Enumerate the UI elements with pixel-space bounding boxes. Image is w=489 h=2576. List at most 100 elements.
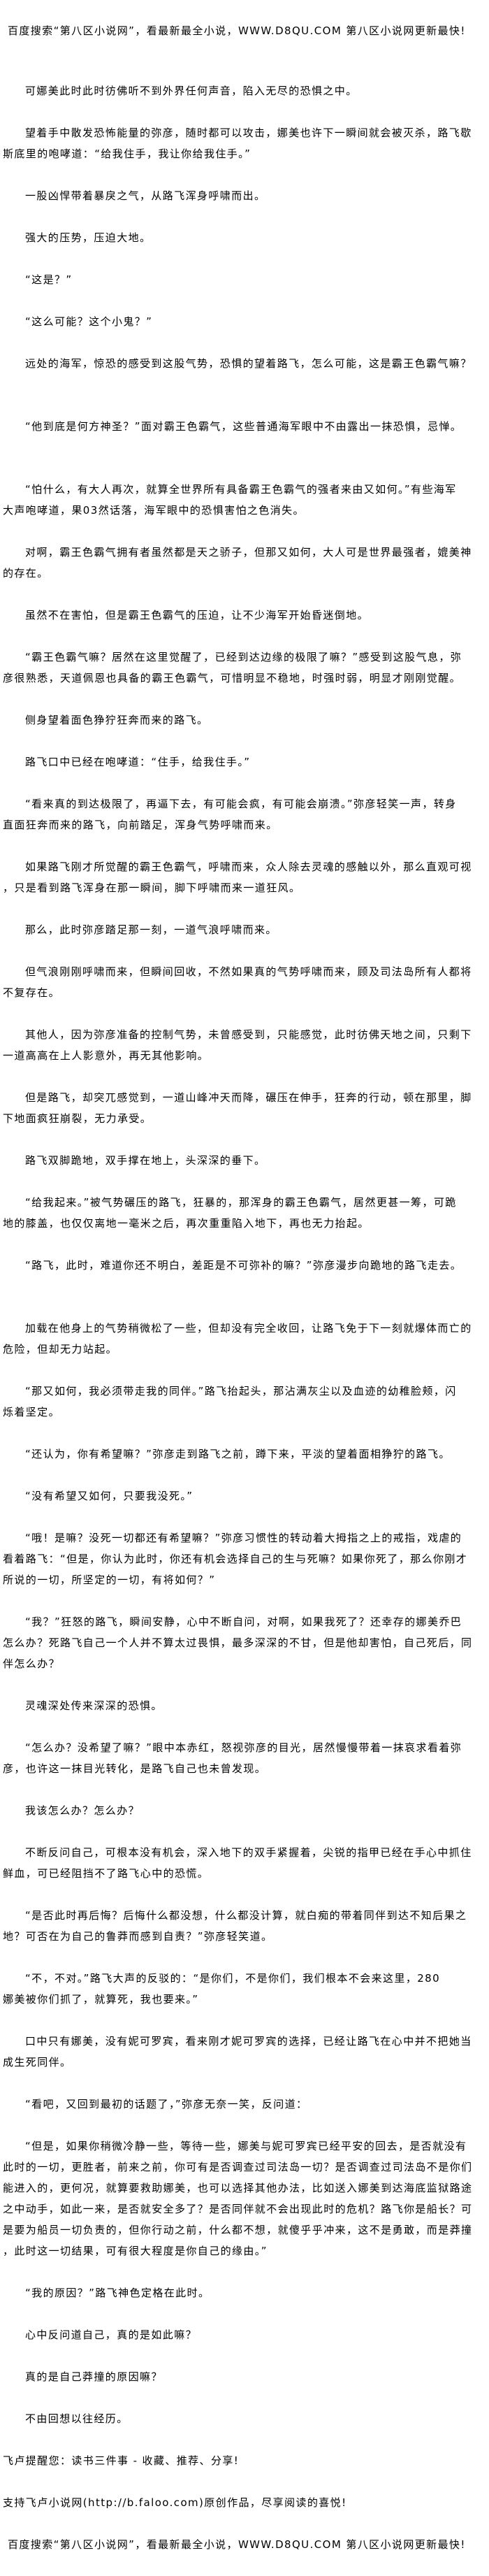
story-paragraph: 灵魂深处传来深深的恐惧。 [3,1695,486,1716]
story-paragraph: “没有希望又如何，只要我没死。” [3,1485,486,1506]
paragraph-line: 看着路飞：“但是，你认为此时，你还有机会选择自己的生与死嘛？如果你死了，那么你刚… [3,1553,468,1565]
paragraph-line: 口中只有娜美，没有妮可罗宾，看来刚才妮可罗宾的选择，已经让路飞在心中并不把她当 [25,2035,472,2048]
site-ad-banner-bottom: 百度搜索“第八区小说网”，看最新最全小说，WWW.D8QU.COM 第八区小说网… [8,2538,466,2551]
paragraph-line: 烁着坚定。 [3,1406,61,1418]
paragraph-line: 所说的一切，所坚定的一切，有将如何？” [3,1574,216,1586]
paragraph-line: 一股凶悍带着暴戾之气，从路飞浑身呼啸而出。 [25,189,266,202]
story-paragraph: 侧身望着面色狰狞狂奔而来的路飞。 [3,710,486,731]
story-paragraph: 不断反问自己，可根本没有机会，深入地下的双手紧握着，尖锐的指甲已经在手心中抓住鲜… [3,1842,486,1884]
paragraph-line: “是否此时再后悔？后悔什么都没想，什么都没计算，就白痴的带着同伴到达不知后果之 [25,1909,467,1922]
chapter-body: 可娜美此时此时彷佛听不到外界任何声音，陷入无尽的恐惧之中。望着手中散发恐怖能量的… [3,80,486,2576]
story-paragraph: “还认为，你有希望嘛？”弥彦走到路飞之前，蹲下来，平淡的望着面相狰狞的路飞。 [3,1444,486,1465]
paragraph-line: 灵魂深处传来深深的恐惧。 [25,1699,163,1712]
paragraph-line: 之中动手，如此一来，是否就安全多了？是否同伴就不会出现此时的危机？路飞你是船长？… [3,2203,473,2215]
paragraph-line: 加载在他身上的气势稍微松了一些，但却没有完全收回，让路飞免于下一刻就爆体而亡的 [25,1322,472,1334]
paragraph-line: 如果路飞刚才所觉醒的霸王色霸气，呼啸而来，众人除去灵魂的感触以外，那么直观可视 [25,861,472,873]
paragraph-line: 望着手中散发恐怖能量的弥彦，随时都可以攻击，娜美也许下一瞬间就会被灭杀，路飞歇 [25,127,472,139]
paragraph-line: 不断反问自己，可根本没有机会，深入地下的双手紧握着，尖锐的指甲已经在手心中抓住 [25,1846,472,1859]
paragraph-line: 伴怎么办？ [3,1657,61,1670]
paragraph-line: 的存在。 [3,567,49,580]
paragraph-line: “哦！是嘛？没死一切都还有希望嘛？”弥彦习惯性的转动着大拇指之上的戒指，戏虐的 [25,1532,462,1544]
site-ad-banner-top: 百度搜索“第八区小说网”，看最新最全小说，WWW.D8QU.COM 第八区小说网… [8,24,466,37]
story-paragraph: 一股凶悍带着暴戾之气，从路飞浑身呼啸而出。 [3,185,486,206]
story-paragraph: 望着手中散发恐怖能量的弥彦，随时都可以攻击，娜美也许下一瞬间就会被灭杀，路飞歇斯… [3,122,486,164]
paragraph-line: 彦很熟悉，天道佩恩也具备的霸王色霸气，可惜明显不稳地，时强时弱，明显才刚刚觉醒。 [3,672,462,684]
story-paragraph: “看吧，又回到最初的话题了，”弥彦无奈一笑，反问道： [3,2094,486,2115]
paragraph-line: “给我起来。”被气势碾压的路飞，狂暴的，那浑身的霸王色霸气，居然更甚一筹，可跪 [25,1196,457,1209]
paragraph-line: “我？”狂怒的路飞，瞬间安静，心中不断自问，对啊，如果我死了？还幸存的娜美乔巴 [25,1616,462,1628]
story-paragraph: 远处的海军，惊恐的感受到这股气势，恐惧的望着路飞，怎么可能，这是霸王色霸气嘛？ [3,353,486,374]
paragraph-line: “没有希望又如何，只要我没死。” [25,1490,194,1502]
story-paragraph: 其他人，因为弥彦准备的控制气势，未曾感受到，只能感觉，此时彷佛天地之间，只剩下一… [3,1024,486,1066]
story-paragraph: 可娜美此时此时彷佛听不到外界任何声音，陷入无尽的恐惧之中。 [3,80,486,101]
paragraph-line: 下地面疯狂崩裂，无力承受。 [3,1112,152,1125]
paragraph-line: 路飞双脚跪地，双手撑在地上，头深深的垂下。 [25,1154,266,1167]
story-paragraph: “怕什么，有大人再次，就算全世界所有具备霸王色霸气的强者来由又如何。”有些海军大… [3,479,486,521]
paragraph-line: “不，不对。”路飞大声的反驳的：“是你们，不是你们，我们根本不会来这里，280 [25,1972,441,1985]
paragraph-line: 远处的海军，惊恐的感受到这股气势，恐惧的望着路飞，怎么可能，这是霸王色霸气嘛？ [25,357,472,370]
story-paragraph: “看来真的到达极限了，再逼下去，有可能会疯，有可能会崩溃。”弥彦轻笑一声，转身直… [3,793,486,835]
paragraph-line: 是要为船员一切负责的，但你行动之前，什么都不想，就傻乎乎冲来，这不是勇敢，而是莽… [3,2224,473,2236]
story-paragraph: 虽然不在害怕，但是霸王色霸气的压迫，让不少海军开始昏迷倒地。 [3,605,486,626]
story-paragraph: 不由回想以往经历。 [3,2408,486,2429]
chapter-footer: 飞卢提醒您：读书三件事 - 收藏、推荐、分享! 支持飞卢小说网(http://b… [3,2450,486,2555]
story-paragraph: 如果路飞刚才所觉醒的霸王色霸气，呼啸而来，众人除去灵魂的感触以外，那么直观可视 ，… [3,856,486,898]
paragraph-line: 不复存在。 [3,986,61,999]
paragraph-line: 娜美被你们抓了，就算死，我也要来。” [3,1993,199,2006]
paragraph-line: 真的是自己莽撞的原因嘛？ [25,2370,163,2383]
paragraph-line: 侧身望着面色狰狞狂奔而来的路飞。 [25,714,209,726]
story-paragraph: “是否此时再后悔？后悔什么都没想，什么都没计算，就白痴的带着同伴到达不知后果之地… [3,1905,486,1947]
story-paragraph: 真的是自己莽撞的原因嘛？ [3,2366,486,2387]
story-paragraph: “我的原因？”路飞神色定格在此时。 [3,2282,486,2303]
story-paragraph: “但是，如果你稍微冷静一些，等待一些，娜美与妮可罗宾已经平安的回去，是否就没有此… [3,2136,486,2261]
story-paragraph: 那么，此时弥彦踏足那一刻，一道气浪呼啸而来。 [3,919,486,940]
story-paragraph: “给我起来。”被气势碾压的路飞，狂暴的，那浑身的霸王色霸气，居然更甚一筹，可跪地… [3,1192,486,1234]
paragraph-line: 一道高高在上人影意外，再无其他影响。 [3,1049,210,1062]
paragraph-line: 地的膝盖，也仅仅离地一毫米之后，再次重重陷入地下，再也无力抬起。 [3,1217,370,1230]
story-paragraph: “这么可能？这个小鬼？” [3,311,486,332]
paragraph-line: 心中反问道自己，真的是如此嘛？ [25,2329,198,2341]
story-paragraph: “这是？” [3,269,486,290]
paragraph-line: 那么，此时弥彦踏足那一刻，一道气浪呼啸而来。 [25,923,277,936]
paragraph-list: 可娜美此时此时彷佛听不到外界任何声音，陷入无尽的恐惧之中。望着手中散发恐怖能量的… [3,80,486,2429]
paragraph-line: “路飞，此时，难道你还不明白，差距是不可弥补的嘛？”弥彦漫步向跪地的路飞走去。 [25,1259,462,1272]
paragraph-line: 大声咆哮道，果03然话落，海军眼中的恐惧害怕之色消失。 [3,504,305,517]
story-paragraph: “我？”狂怒的路飞，瞬间安静，心中不断自问，对啊，如果我死了？还幸存的娜美乔巴怎… [3,1611,486,1674]
paragraph-line: ，此时这一切结果，可有很大程度是你自己的缘由。” [3,2245,268,2257]
story-paragraph: 路飞口中已经在咆哮道：“住手，给我住手。” [3,751,486,772]
paragraph-line: “这是？” [25,273,73,286]
story-paragraph: 我该怎么办？怎么办？ [3,1800,486,1821]
story-paragraph: “霸王色霸气嘛？居然在这里觉醒了，已经到达边缘的极限了嘛？”感受到这股气息，弥彦… [3,647,486,689]
story-paragraph: 强大的压势，压迫大地。 [3,227,486,248]
paragraph-line: 不由回想以往经历。 [25,2412,129,2425]
paragraph-line: 其他人，因为弥彦准备的控制气势，未曾感受到，只能感觉，此时彷佛天地之间，只剩下 [25,1028,472,1041]
story-paragraph: “不，不对。”路飞大声的反驳的：“是你们，不是你们，我们根本不会来这里，280 娜… [3,1968,486,2010]
paragraph-line: “看来真的到达极限了，再逼下去，有可能会疯，有可能会崩溃。”弥彦轻笑一声，转身 [25,798,457,810]
paragraph-line: ，只是看到路飞浑身在那一瞬间，脚下呼啸而来一道狂风。 [3,882,301,894]
paragraph-line: “怕什么，有大人再次，就算全世界所有具备霸王色霸气的强者来由又如何。”有些海军 [25,483,457,496]
paragraph-line: 我该怎么办？怎么办？ [25,1804,140,1817]
story-paragraph: 但是路飞，却突兀感觉到，一道山峰冲天而降，碾压在伸手，狂奔的行动，顿在那里，脚下… [3,1087,486,1129]
story-paragraph: 心中反问道自己，真的是如此嘛？ [3,2324,486,2345]
reading-reminder: 飞卢提醒您：读书三件事 - 收藏、推荐、分享! [3,2454,240,2467]
story-paragraph: “哦！是嘛？没死一切都还有希望嘛？”弥彦习惯性的转动着大拇指之上的戒指，戏虐的看… [3,1527,486,1590]
story-paragraph: 加载在他身上的气势稍微松了一些，但却没有完全收回，让路飞免于下一刻就爆体而亡的危… [3,1318,486,1360]
paragraph-line: 鲜血，可已经阻挡不了路飞心中的恐慌。 [3,1867,210,1880]
paragraph-line: “这么可能？这个小鬼？” [25,315,153,328]
paragraph-line: “看吧，又回到最初的话题了，”弥彦无奈一笑，反问道： [25,2098,308,2110]
story-paragraph: “怎么办？没希望了嘛？”眼中本赤红，怒视弥彦的目光，居然慢慢带着一抹哀求看着弥彦… [3,1737,486,1779]
paragraph-line: “还认为，你有希望嘛？”弥彦走到路飞之前，蹲下来，平淡的望着面相狰狞的路飞。 [25,1448,451,1460]
story-paragraph: 但气浪刚刚呼啸而来，但瞬间回收，不然如果真的气势呼啸而来，顾及司法岛所有人都将不… [3,961,486,1003]
paragraph-line: 路飞口中已经在咆哮道：“住手，给我住手。” [25,756,251,768]
paragraph-line: 但是路飞，却突兀感觉到，一道山峰冲天而降，碾压在伸手，狂奔的行动，顿在那里，脚 [25,1091,472,1104]
paragraph-line: 直面狂奔而来的路飞，向前踏足，浑身气势呼啸而来。 [3,819,278,831]
paragraph-line: 但气浪刚刚呼啸而来，但瞬间回收，不然如果真的气势呼啸而来，顾及司法岛所有人都将 [25,965,472,978]
story-paragraph: “那又如何，我必须带走我的同伴。”路飞抬起头，那沾满灰尘以及血迹的幼稚脸颊，闪烁… [3,1381,486,1423]
paragraph-line: 怎么办？死路飞自己一个人并不算太过畏惧，最多深深的不甘，但是他却害怕，自己死后，… [3,1636,473,1649]
support-notice: 支持飞卢小说网(http://b.faloo.com)原创作品，尽享阅读的喜悦! [3,2496,347,2509]
paragraph-line: 可娜美此时此时彷佛听不到外界任何声音，陷入无尽的恐惧之中。 [25,85,358,97]
paragraph-line: 此时的一切，更胜者，前来之前，你可有是否调查过司法岛一切？是否调查过司法岛不是你… [3,2161,473,2173]
story-paragraph: 口中只有娜美，没有妮可罗宾，看来刚才妮可罗宾的选择，已经让路飞在心中并不把她当成… [3,2031,486,2073]
paragraph-line: “那又如何，我必须带走我的同伴。”路飞抬起头，那沾满灰尘以及血迹的幼稚脸颊，闪 [25,1385,457,1397]
paragraph-line: 强大的压势，压迫大地。 [25,231,152,244]
